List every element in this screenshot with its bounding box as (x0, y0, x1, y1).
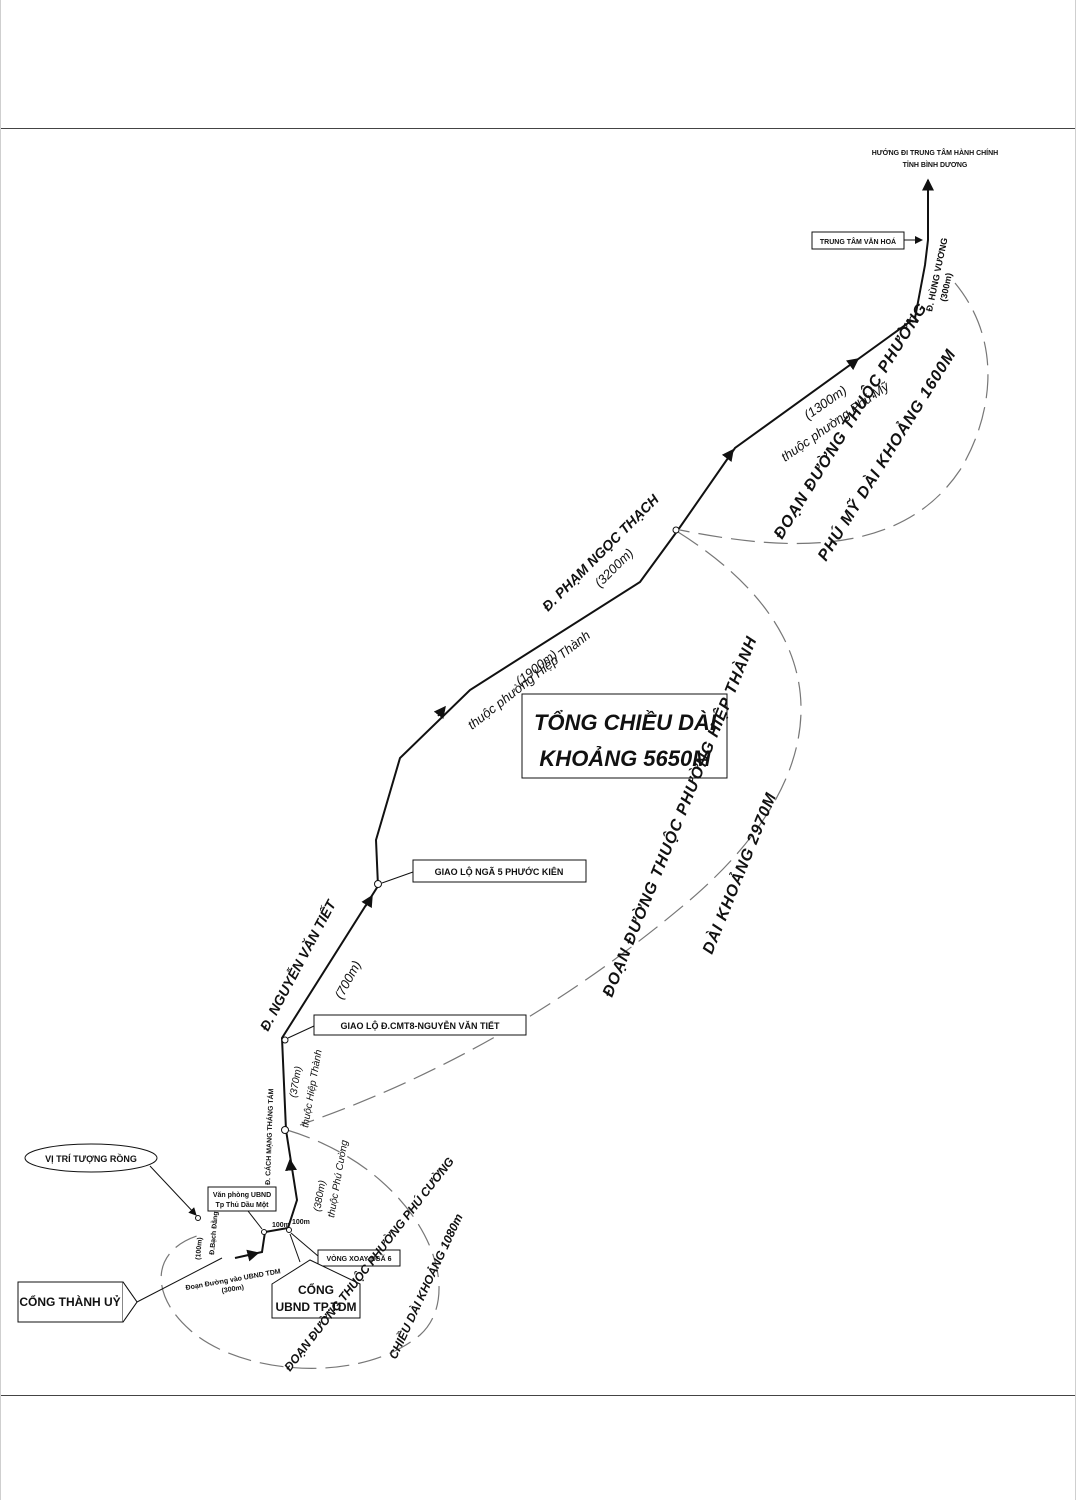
node-bach-dang (195, 1215, 201, 1221)
cultural-center-label: TRUNG TÂM VĂN HOÁ (820, 237, 896, 246)
phuoc-kien-leader (381, 871, 414, 884)
dragon-statue-label: VỊ TRÍ TƯỢNG RỒNG (45, 1153, 137, 1164)
destination-label: HƯỚNG ĐI TRUNG TÂM HÀNH CHÍNH (872, 148, 999, 157)
total-length-line1: TỔNG CHIỀU DÀI (534, 710, 717, 735)
ubnd-gate-label-line2: UBND TP.TDM (275, 1300, 356, 1314)
node-pham-ngoc-thach (672, 526, 680, 534)
destination-label-line2: TỈNH BÌNH DƯƠNG (903, 160, 968, 169)
dragon-statue-ellipse (24, 1143, 158, 1173)
office-label-line1: Văn phòng UBND (213, 1192, 271, 1199)
total-length-line2: KHOẢNG 5650M (539, 746, 711, 771)
cmt8-intersection-label: GIAO LỘ Đ.CMT8-NGUYỄN VĂN TIẾT (340, 1020, 500, 1031)
cmt8-intersection-box (313, 1014, 527, 1036)
ubnd-gate-label-line1: CỔNG (298, 1282, 334, 1297)
phu-my-segment-arc (679, 282, 989, 545)
ubnd-road-label-line2: (300m) (221, 1284, 244, 1295)
cmt8-length: (370m) (288, 1065, 304, 1098)
bach-dang-length: (100m) (195, 1237, 204, 1260)
roundabout-box (317, 1249, 401, 1267)
party-gate-box (17, 1281, 124, 1323)
hiep-thanh-segment-arc (299, 531, 802, 1126)
total-length-box (521, 693, 728, 779)
route-arrow (361, 894, 373, 909)
node-hiep-thanh-start (281, 1126, 289, 1134)
dragon-statue-leader (149, 1165, 197, 1216)
party-gate-label: CỔNG THÀNH UỶ (19, 1294, 120, 1309)
route-arrow (846, 358, 860, 371)
route-arrow (433, 705, 446, 719)
office-box (207, 1186, 277, 1212)
cmt8-label: Đ. CÁCH MẠNG THÁNG TÁM (263, 1088, 275, 1185)
cmt8-intersection-leader (287, 1025, 315, 1039)
roundabout-leader (290, 1232, 319, 1257)
segment-100-a: 100m (272, 1222, 290, 1229)
phuoc-kien-box (412, 859, 587, 883)
node-hung-vuong (909, 315, 917, 323)
node-roundabout (286, 1227, 292, 1233)
party-gate-leader (136, 1257, 223, 1303)
node-phuoc-kien (374, 880, 382, 888)
nguyen-van-tiet-length: (700m) (331, 958, 364, 1001)
route-arrow (246, 1249, 260, 1262)
bach-dang-label: Đ.Bạch Đằng (207, 1211, 220, 1255)
roundabout-label: VÒNG XOAY NGÃ 6 (327, 1254, 392, 1263)
node-cmt8 (281, 1036, 289, 1044)
node-office (261, 1229, 267, 1235)
route-arrow (721, 448, 734, 462)
segment-100-b: 100m (292, 1219, 310, 1226)
office-leader (247, 1210, 263, 1230)
phuoc-kien-label: GIAO LỘ NGÃ 5 PHƯỚC KIÊN (435, 866, 564, 877)
hiep-thanh-segment-line1: ĐOẠN ĐƯỜNG THUỘC PHƯỜNG HIỆP THÀNH (598, 633, 761, 999)
frame-bottom-line (0, 1395, 1076, 1396)
cmt8-ward: thuộc Hiệp Thành (300, 1048, 325, 1128)
page-edge-left (0, 0, 1, 1500)
pham-ngoc-thach-label: Đ. PHẠM NGỌC THẠCH (539, 491, 663, 615)
ubnd-gate-leader (289, 1233, 301, 1263)
main-route-line (234, 180, 929, 1259)
phu-cuong-ward: thuộc Phú Cường (326, 1139, 351, 1219)
frame-top-line (0, 128, 1076, 129)
phu-cuong-length: (380m) (312, 1179, 328, 1212)
hiep-thanh-segment-line2: DÀI KHOẢNG 2970M (698, 789, 780, 956)
ubnd-gate-shape (271, 1259, 361, 1319)
party-gate-point (122, 1281, 138, 1323)
route-arrow (285, 1158, 298, 1172)
office-label-line2: Tp Thủ Dầu Một (216, 1200, 270, 1209)
